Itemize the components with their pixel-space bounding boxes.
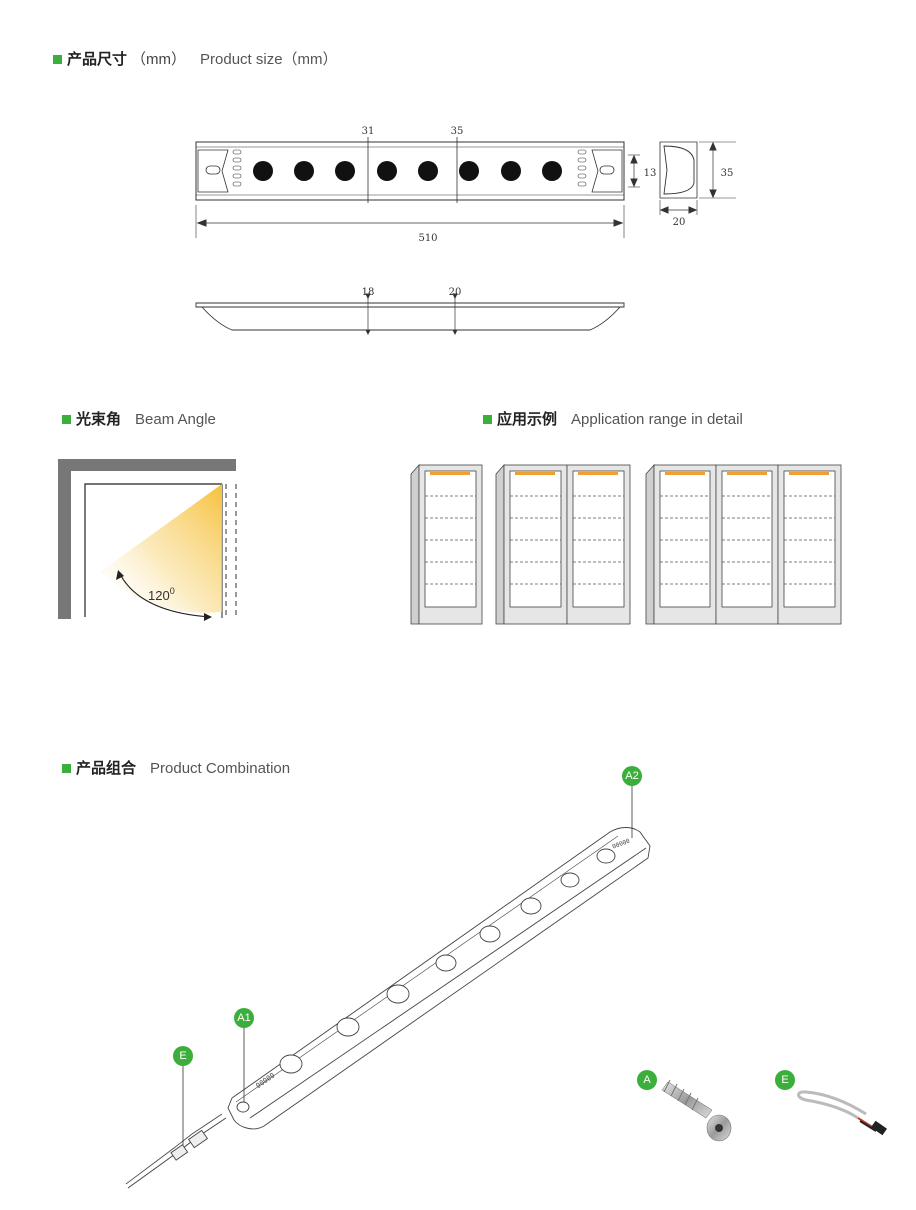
application-diagram <box>410 463 842 625</box>
cabinet-double <box>495 463 631 625</box>
beam-angle-value: 1200 <box>148 586 175 603</box>
section-title-product-size: 产品尺寸（mm） Product size（mm） <box>53 48 338 69</box>
dim-length-510: 510 <box>418 233 437 244</box>
section-title-beam-angle: 光束角 Beam Angle <box>62 408 216 429</box>
title-unit: （mm） <box>131 51 187 68</box>
callout-a2: A2 <box>622 766 642 786</box>
title-cn: 产品尺寸 <box>67 51 128 68</box>
dim-end-13: 13 <box>644 168 657 179</box>
dim-top-31: 31 <box>362 126 375 137</box>
dim-side-18: 18 <box>362 287 375 298</box>
side-view <box>195 293 625 336</box>
dim-end-20: 20 <box>673 217 686 228</box>
bullet-square-icon <box>62 415 71 424</box>
cable-connector-icon <box>797 1090 888 1136</box>
title-en: Product Combination <box>150 760 291 777</box>
callout-a1: A1 <box>234 1008 254 1028</box>
title-cn: 光束角 <box>76 411 122 428</box>
callout-a-screw: A <box>637 1070 657 1090</box>
callout-e-cable: E <box>775 1070 795 1090</box>
cabinet-single <box>410 463 483 625</box>
title-en: Beam Angle <box>135 411 216 428</box>
title-en: Application range in detail <box>571 411 743 428</box>
led-strip-isometric <box>125 827 651 1189</box>
title-cn: 应用示例 <box>497 411 558 428</box>
dim-end-35: 35 <box>721 168 734 179</box>
section-title-combination: 产品组合 Product Combination <box>62 757 290 778</box>
led-dots <box>253 161 562 181</box>
end-view <box>628 141 736 215</box>
bullet-square-icon <box>53 55 62 64</box>
title-en: Product size（mm） <box>200 51 338 68</box>
callout-e-strip: E <box>173 1046 193 1066</box>
dim-top-35: 35 <box>451 126 464 137</box>
top-view <box>195 137 625 238</box>
dim-side-20: 20 <box>449 287 462 298</box>
title-cn: 产品组合 <box>76 760 137 777</box>
screw-icon <box>661 1079 732 1142</box>
bullet-square-icon <box>483 415 492 424</box>
beam-angle-diagram: 1200 <box>58 459 237 621</box>
cabinet-triple <box>645 463 842 625</box>
bullet-square-icon <box>62 764 71 773</box>
section-title-application: 应用示例 Application range in detail <box>483 408 743 429</box>
